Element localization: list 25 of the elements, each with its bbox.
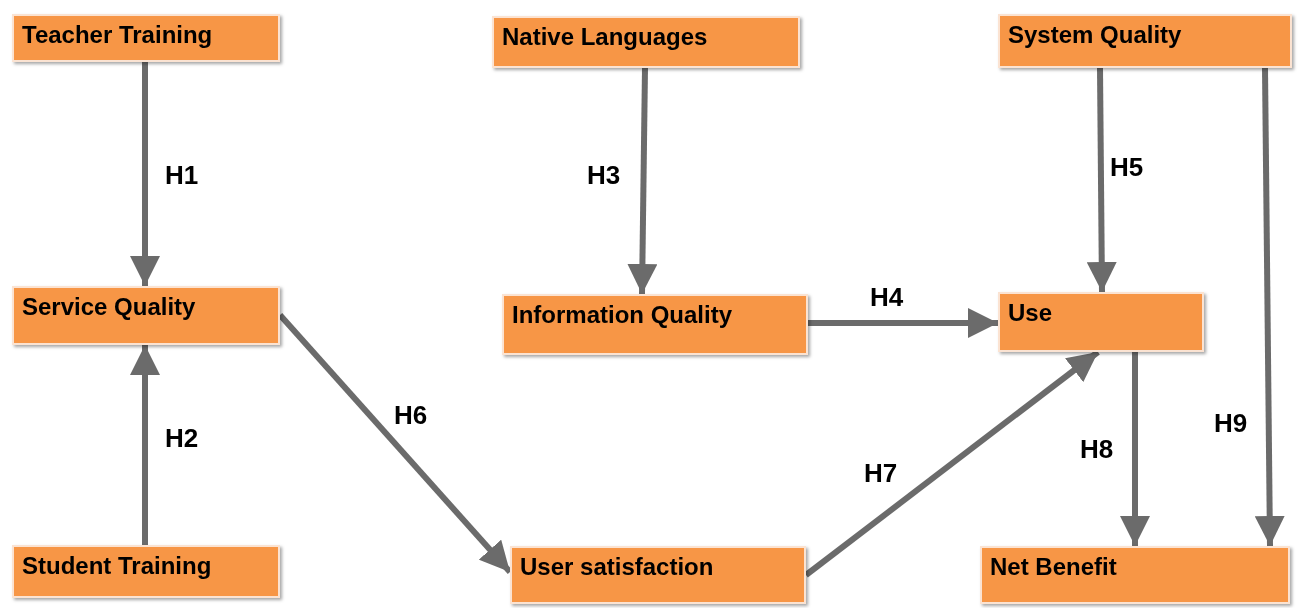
process-box: [12, 286, 280, 345]
arrow: [808, 308, 998, 338]
box-label: Native Languages: [502, 22, 709, 52]
process-box: [502, 294, 808, 355]
arrow: [1086, 67, 1117, 293]
process-box: [998, 292, 1204, 352]
process-box: [998, 14, 1292, 68]
box-label: System Quality: [1008, 20, 1183, 50]
box-label: Service Quality: [22, 292, 197, 322]
process-box: [980, 546, 1290, 604]
box-label: Information Quality: [512, 300, 733, 330]
process-box: [492, 16, 800, 68]
box-label: User satisfaction: [520, 552, 715, 582]
arrow: [1120, 352, 1150, 546]
box-label: Net Benefit: [990, 552, 1118, 582]
arrow: [1254, 67, 1285, 547]
arrow: [627, 67, 658, 295]
arrow: [130, 62, 160, 286]
box-label: Student Training: [22, 551, 213, 581]
process-box: [12, 545, 280, 598]
box-label: Use: [1008, 298, 1054, 328]
arrow: [130, 345, 160, 545]
process-box: [510, 546, 806, 604]
box-label: Teacher Training: [22, 20, 214, 50]
process-box: [12, 14, 280, 62]
